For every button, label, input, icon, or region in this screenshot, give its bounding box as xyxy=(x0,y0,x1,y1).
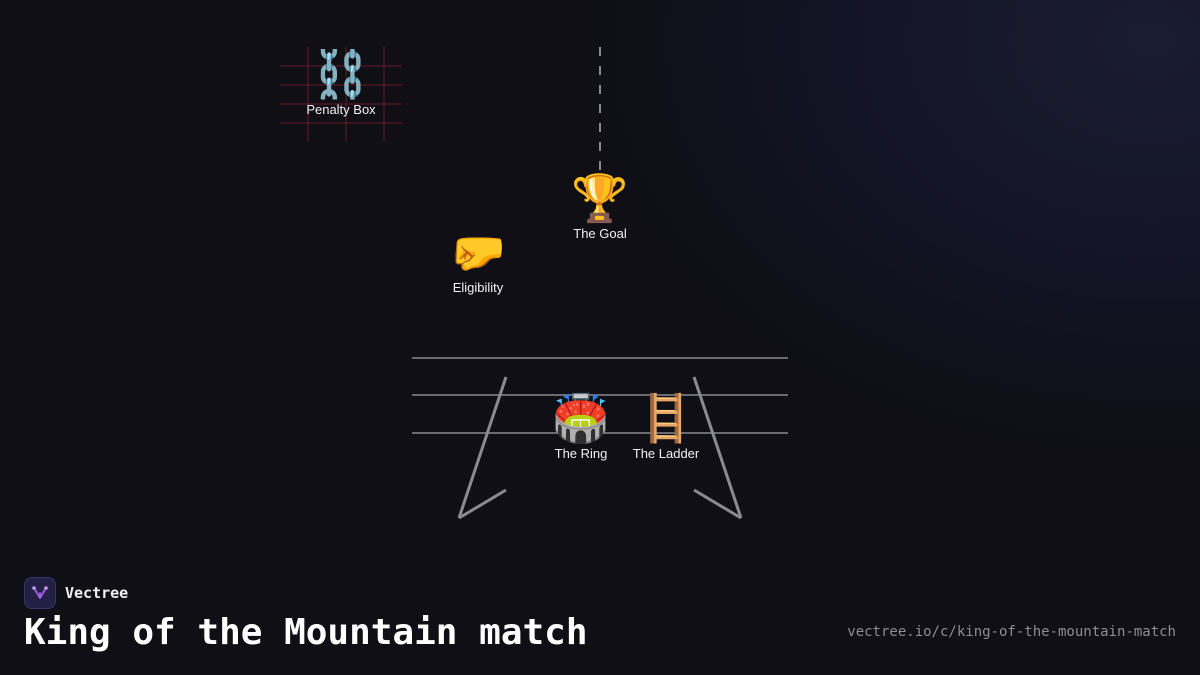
brand-name: Vectree xyxy=(65,584,129,602)
goal-label: The Goal xyxy=(573,226,627,241)
ring-label: The Ring xyxy=(554,446,608,461)
stadium-icon: 🏟️ xyxy=(552,391,610,445)
node-eligibility: 🤛 Eligibility xyxy=(449,226,506,296)
ladder-label: The Ladder xyxy=(632,446,700,461)
eligibility-label: Eligibility xyxy=(452,280,504,295)
chains-icon: ⛓️ xyxy=(312,47,370,101)
node-the-ladder: 🪜 The Ladder xyxy=(633,392,700,462)
vectree-logo-icon xyxy=(24,577,56,609)
trophy-icon: 🏆 xyxy=(571,171,629,225)
node-penalty-box: ⛓️ Penalty Box xyxy=(306,48,375,118)
fist-bump-icon: 🤛 xyxy=(449,225,507,279)
penalty-box-label: Penalty Box xyxy=(306,102,376,117)
node-the-ring: 🏟️ The Ring xyxy=(552,392,609,462)
penalty-box-grid xyxy=(280,47,402,141)
ring-ropes xyxy=(412,357,788,434)
ladder-frame xyxy=(457,376,743,520)
node-the-goal: 🏆 The Goal xyxy=(571,172,628,242)
page-url: vectree.io/c/king-of-the-mountain-match xyxy=(847,624,1176,640)
brand: Vectree xyxy=(24,577,128,609)
ladder-icon: 🪜 xyxy=(637,391,695,445)
page-title: King of the Mountain match xyxy=(24,612,588,653)
